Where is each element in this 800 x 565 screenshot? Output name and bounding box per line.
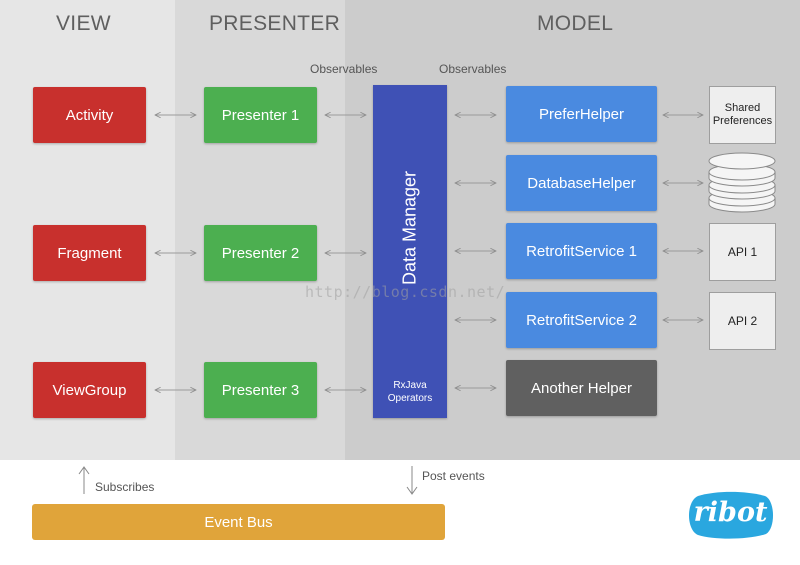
retrofit-service-2-box: RetrofitService 2 — [506, 292, 657, 348]
retrofit-service-1-box: RetrofitService 1 — [506, 223, 657, 279]
shared-preferences-line1: Shared — [724, 102, 761, 114]
database-helper-box: DatabaseHelper — [506, 155, 657, 211]
shared-preferences-box: Shared Preferences — [709, 86, 776, 144]
shared-preferences-line2: Preferences — [712, 115, 773, 127]
rxjava-label-line2: Operators — [387, 393, 433, 404]
watermark-text: http://blog.csdn.net/ — [305, 283, 506, 301]
ribot-logo: ribot — [686, 490, 775, 540]
observables-label-left: Observables — [310, 62, 378, 76]
rxjava-label-line1: RxJava — [393, 380, 427, 391]
presenter-1-box: Presenter 1 — [204, 87, 317, 143]
post-events-label: Post events — [422, 469, 485, 483]
database-icon — [708, 152, 776, 213]
view-fragment-box: Fragment — [33, 225, 146, 281]
api-1-box: API 1 — [709, 223, 776, 281]
presenter-2-box: Presenter 2 — [204, 225, 317, 281]
presenter-column-title: PRESENTER — [209, 12, 341, 35]
data-manager-box: Data Manager RxJava Operators — [373, 85, 447, 418]
ribot-logo-text: ribot — [693, 497, 768, 528]
prefer-helper-box: PreferHelper — [506, 86, 657, 142]
view-viewgroup-box: ViewGroup — [33, 362, 146, 418]
ribot-logo-badge — [689, 491, 774, 539]
subscribes-label: Subscribes — [95, 480, 155, 494]
presenter-3-box: Presenter 3 — [204, 362, 317, 418]
connector-arrows — [0, 0, 800, 460]
api-2-box: API 2 — [709, 292, 776, 350]
view-column-title: VIEW — [56, 12, 111, 35]
event-bus-box: Event Bus — [32, 504, 445, 540]
model-column-title: MODEL — [537, 12, 614, 35]
rxjava-operators-label: RxJava Operators — [373, 379, 447, 405]
another-helper-box: Another Helper — [506, 360, 657, 416]
observables-label-right: Observables — [439, 62, 507, 76]
view-activity-box: Activity — [33, 87, 146, 143]
